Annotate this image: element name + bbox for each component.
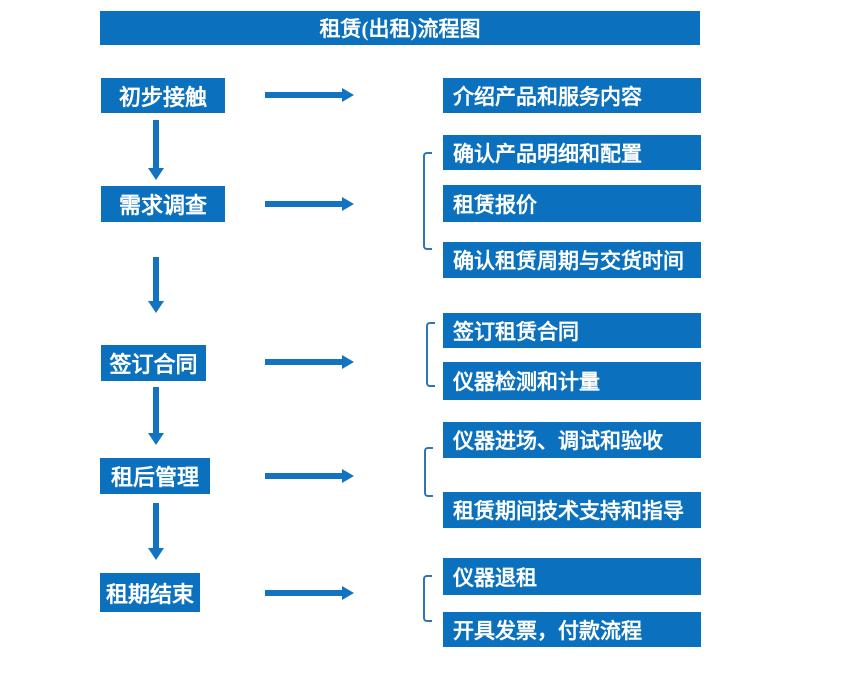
arrow-shaft: [265, 359, 342, 365]
right-arrow-icon: [265, 469, 354, 483]
arrow-head: [148, 433, 164, 445]
stage-box-rental-end: 租期结束: [100, 573, 200, 612]
left-bracket-icon: [424, 447, 433, 497]
arrow-shaft: [265, 473, 342, 479]
arrow-head: [342, 197, 354, 211]
down-arrow-icon: [148, 120, 164, 180]
flowchart-title: 租赁(出租)流程图: [100, 11, 700, 45]
right-arrow-icon: [265, 197, 354, 211]
arrow-head: [148, 168, 164, 180]
detail-box-tech-support: 租赁期间技术支持和指导: [443, 492, 701, 528]
down-arrow-icon: [148, 257, 164, 313]
arrow-head: [342, 469, 354, 483]
arrow-shaft: [265, 590, 342, 596]
arrow-shaft: [265, 201, 342, 207]
detail-box-instrument-testing: 仪器检测和计量: [443, 362, 701, 400]
stage-box-post-rental-management: 租后管理: [100, 458, 210, 494]
arrow-head: [342, 586, 354, 600]
left-bracket-icon: [426, 322, 435, 387]
arrow-head: [148, 301, 164, 313]
arrow-shaft: [265, 92, 342, 98]
arrow-head: [148, 548, 164, 560]
detail-box-instrument-return: 仪器退租: [443, 558, 701, 595]
arrow-shaft: [153, 387, 159, 433]
arrow-shaft: [153, 503, 159, 548]
detail-box-instrument-setup: 仪器进场、调试和验收: [443, 422, 701, 458]
down-arrow-icon: [148, 387, 164, 445]
arrow-shaft: [153, 120, 159, 168]
detail-box-invoice-payment: 开具发票，付款流程: [443, 612, 701, 647]
detail-box-introduce-products: 介绍产品和服务内容: [443, 78, 701, 113]
stage-box-sign-contract: 签订合同: [101, 345, 206, 381]
left-bracket-icon: [423, 575, 432, 622]
right-arrow-icon: [265, 88, 354, 102]
arrow-shaft: [153, 257, 159, 301]
detail-box-confirm-product-details: 确认产品明细和配置: [443, 135, 701, 170]
detail-box-confirm-rental-period: 确认租赁周期与交货时间: [443, 242, 701, 278]
down-arrow-icon: [148, 503, 164, 560]
left-bracket-icon: [423, 152, 432, 250]
stage-box-initial-contact: 初步接触: [101, 78, 225, 113]
arrow-head: [342, 88, 354, 102]
detail-box-sign-rental-contract: 签订租赁合同: [443, 313, 701, 348]
right-arrow-icon: [265, 586, 354, 600]
arrow-head: [342, 355, 354, 369]
stage-box-demand-survey: 需求调查: [101, 186, 225, 222]
right-arrow-icon: [265, 355, 354, 369]
detail-box-rental-quote: 租赁报价: [443, 185, 701, 222]
